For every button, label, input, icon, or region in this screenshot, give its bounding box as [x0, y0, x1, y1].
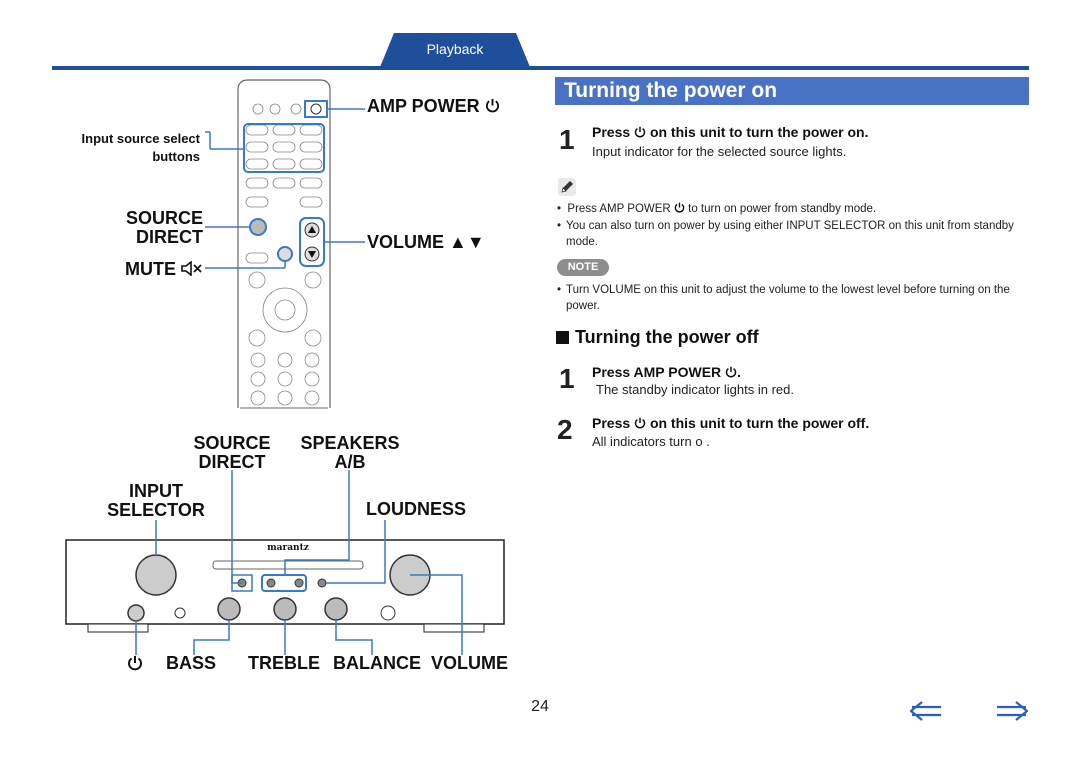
step-period: . — [737, 364, 741, 380]
mute-icon — [181, 260, 202, 277]
amp-source-direct-label-1: SOURCE — [193, 433, 271, 453]
step-instruction: Press on this unit to turn the power off… — [592, 415, 869, 431]
speakers-label-2: A/B — [334, 452, 366, 472]
step-text-after: on this unit to turn the power on. — [649, 124, 869, 140]
input-source-label-1: Input source select — [81, 131, 200, 146]
heading-square-icon — [556, 331, 569, 344]
amp-power-label: AMP POWER — [367, 96, 480, 116]
step-instruction: Press on this unit to turn the power on. — [592, 124, 868, 140]
treble-callout: TREBLE — [248, 653, 320, 673]
tip-text-before: Press AMP POWER — [567, 203, 671, 215]
step-description: All indicators turn o . — [592, 434, 710, 449]
step-description: The standby indicator lights in red. — [596, 382, 794, 397]
input-selector-label-2: SELECTOR — [107, 500, 205, 520]
tip-item: • You can also turn on power by using ei… — [557, 218, 1029, 250]
source-direct-label-2: DIRECT — [136, 227, 203, 247]
section-title: Turning the power on — [555, 77, 1029, 105]
power-icon — [128, 656, 142, 671]
back-arrow-icon[interactable] — [908, 699, 944, 723]
bass-callout: BASS — [166, 653, 217, 673]
input-selector-label-1: INPUT — [129, 481, 183, 501]
tab-label: Playback — [426, 41, 484, 57]
step-number: 2 — [557, 414, 573, 445]
power-icon — [634, 417, 646, 429]
power-icon — [725, 366, 737, 378]
input-source-label-2: buttons — [152, 149, 200, 164]
mute-callout: MUTE — [100, 259, 203, 280]
power-icon — [674, 202, 685, 213]
note-text: Turn VOLUME on this unit to adjust the v… — [566, 284, 1010, 312]
amplifier-diagram: marantz — [65, 470, 505, 655]
step-text-before: Press — [592, 415, 631, 431]
speakers-label-1: SPEAKERS — [300, 433, 400, 453]
remote-volume-callout: VOLUME ▲▼ — [367, 232, 485, 252]
tip-text: You can also turn on power by using eith… — [566, 220, 1014, 248]
step-text-after: on this unit to turn the power off. — [649, 415, 870, 431]
note-item: • Turn VOLUME on this unit to adjust the… — [557, 282, 1029, 314]
playback-tab[interactable]: Playback — [380, 31, 530, 69]
note-badge: NOTE — [557, 259, 609, 276]
amp-source-direct-callout: SOURCE DIRECT — [190, 434, 274, 472]
step-number: 1 — [559, 363, 575, 394]
power-icon — [485, 98, 499, 113]
step-number: 1 — [559, 124, 575, 155]
tab-shape — [380, 33, 530, 67]
sub-heading-text: Turning the power off — [575, 327, 759, 347]
source-direct-label-1: SOURCE — [125, 208, 203, 228]
amp-power-callout: AMP POWER — [367, 96, 500, 117]
amp-source-direct-label-2: DIRECT — [198, 452, 266, 472]
tip-item: • Press AMP POWER to turn on power from … — [557, 202, 877, 215]
header-rule — [52, 66, 1029, 70]
mute-label: MUTE — [124, 259, 176, 279]
input-source-callout: Input source select buttons — [50, 130, 200, 166]
tip-text-after: to turn on power from standby mode. — [688, 203, 877, 215]
remote-diagram — [205, 79, 365, 409]
step-instruction: Press AMP POWER . — [592, 364, 741, 380]
balance-callout: BALANCE — [333, 653, 421, 673]
pencil-icon — [558, 178, 576, 196]
forward-arrow-icon[interactable] — [994, 699, 1030, 723]
step-description: Input indicator for the selected source … — [592, 144, 847, 159]
page-number: 24 — [531, 698, 549, 715]
speakers-callout: SPEAKERS A/B — [300, 434, 400, 472]
remote-source-direct-callout: SOURCE DIRECT — [80, 209, 203, 247]
power-icon — [634, 126, 646, 138]
input-selector-callout: INPUT SELECTOR — [100, 482, 212, 520]
step-text-before: Press — [592, 124, 631, 140]
loudness-callout: LOUDNESS — [366, 499, 467, 519]
step-text: Press AMP POWER — [592, 364, 722, 380]
sub-heading: Turning the power off — [556, 327, 759, 348]
volume-callout: VOLUME — [431, 653, 509, 673]
brand-logo: marantz — [267, 543, 309, 553]
